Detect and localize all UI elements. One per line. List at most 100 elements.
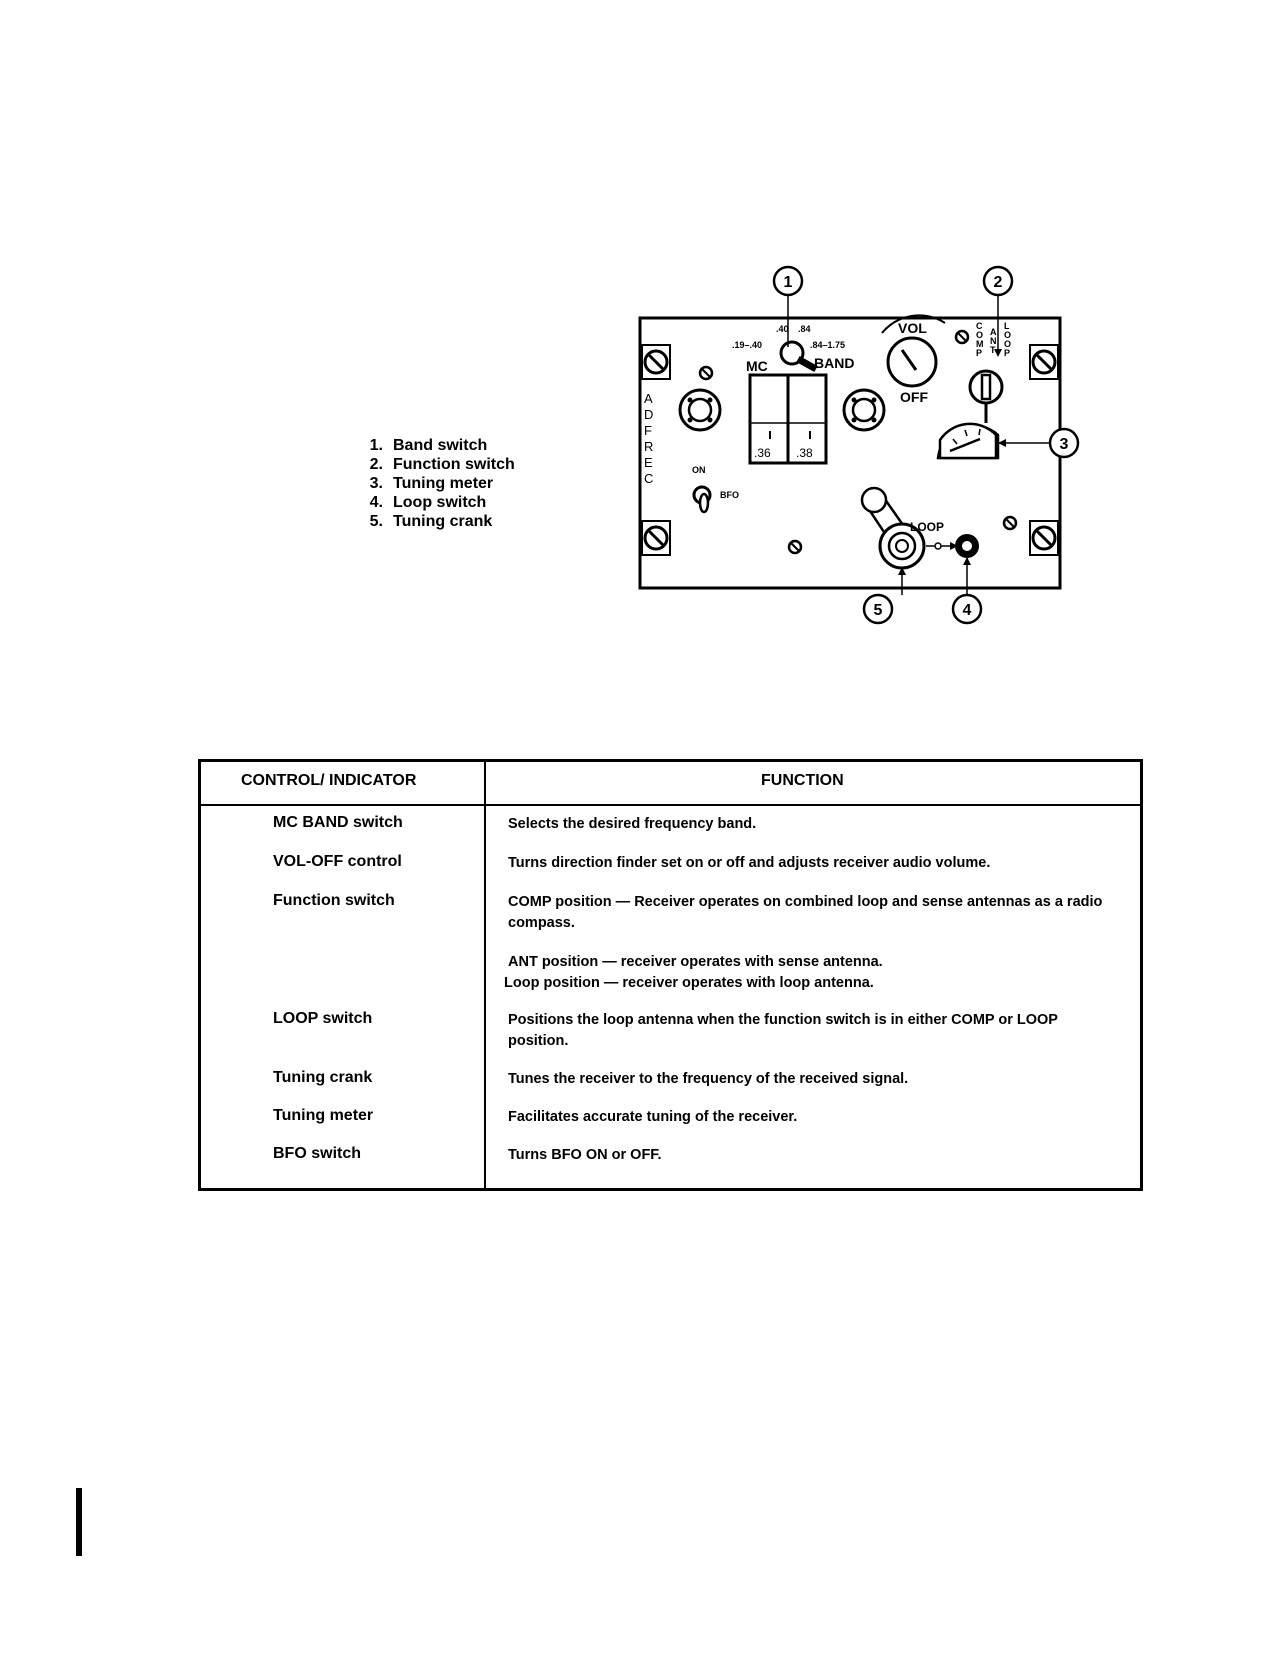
control-cell: BFO switch <box>273 1145 362 1162</box>
control-cell: VOL-OFF control <box>273 853 402 870</box>
svg-text:1: 1 <box>784 274 793 291</box>
corner-screw-icon <box>1029 520 1059 556</box>
leader-arrow <box>963 557 971 565</box>
legend-item: 5. Tuning crank <box>345 512 515 531</box>
column-header-function: FUNCTION <box>761 772 844 789</box>
svg-text:N: N <box>990 336 997 346</box>
function-cell: ANT position — receiver operates with se… <box>508 954 883 970</box>
legend-label: Function switch <box>393 456 515 473</box>
legend-label: Loop switch <box>393 494 487 511</box>
svg-text:A: A <box>990 327 997 337</box>
svg-text:R: R <box>644 439 653 454</box>
legend-number: 3. <box>369 475 383 492</box>
dial-reading-right: .38 <box>796 446 813 460</box>
legend-item: 1. Band switch <box>345 436 515 455</box>
svg-text:2: 2 <box>994 274 1003 291</box>
svg-text:P: P <box>976 348 982 358</box>
band-range-label: .84 <box>798 324 811 334</box>
callout-4: 4 <box>951 593 983 625</box>
legend-number: 1. <box>369 437 383 454</box>
small-screw-icon <box>954 329 970 345</box>
legend-number: 5. <box>369 513 383 530</box>
header-rule <box>201 804 1140 806</box>
leader-arrow <box>998 439 1006 447</box>
panel-drawing: 1 2 3 4 5 .40 .84 .19–.40 .84–1.75 MC BA… <box>638 265 1080 625</box>
svg-text:E: E <box>644 455 653 470</box>
adf-rec-side-label: A D F R E C <box>644 391 653 486</box>
function-cell: Facilitates accurate tuning of the recei… <box>508 1109 798 1125</box>
callout-legend: 1. Band switch 2. Function switch 3. Tuning… <box>345 436 515 531</box>
legend-item: 4. Loop switch <box>345 493 515 512</box>
small-screw-icon <box>1002 515 1018 531</box>
function-cell: Positions the loop antenna when the func… <box>508 1012 1058 1049</box>
control-cell: Tuning crank <box>273 1069 373 1086</box>
svg-text:O: O <box>976 330 983 340</box>
legend-item: 3. Tuning meter <box>345 474 515 493</box>
loop-switch-knob <box>926 534 979 558</box>
svg-text:M: M <box>976 339 984 349</box>
svg-text:T: T <box>990 345 996 355</box>
legend-item: 2. Function switch <box>345 455 515 474</box>
function-cell: Tunes the receiver to the frequency of t… <box>508 1071 909 1087</box>
callout-2: 2 <box>982 265 1014 297</box>
callout-5: 5 <box>862 593 894 625</box>
column-divider <box>484 762 486 1188</box>
svg-text:F: F <box>644 423 652 438</box>
legend-label: Tuning crank <box>393 513 493 530</box>
function-position-labels: C O M P A N T L O O P <box>976 321 1011 358</box>
bfo-label: BFO <box>720 490 739 500</box>
column-header-control: CONTROL/ INDICATOR <box>241 772 417 789</box>
tuning-meter <box>936 422 1000 460</box>
legend-label: Tuning meter <box>393 475 494 492</box>
svg-text:D: D <box>644 407 653 422</box>
control-cell: Tuning meter <box>273 1107 374 1124</box>
legend-number: 4. <box>369 494 383 511</box>
callout-3: 3 <box>1048 427 1080 459</box>
change-bar <box>76 1488 82 1556</box>
frequency-dial-window <box>748 373 828 465</box>
svg-text:C: C <box>644 471 653 486</box>
function-cell: Selects the desired frequency band. <box>508 816 757 832</box>
function-cell: Loop position — receiver operates with l… <box>504 975 874 991</box>
svg-text:C: C <box>976 321 983 331</box>
function-switch-knob <box>968 369 1004 423</box>
bfo-toggle-switch <box>692 485 712 514</box>
left-connector-icon <box>678 388 722 432</box>
off-label: OFF <box>900 389 928 405</box>
legend-label: Band switch <box>393 437 488 454</box>
corner-screw-icon <box>1029 344 1059 380</box>
right-connector-icon <box>842 388 886 432</box>
svg-text:L: L <box>1004 321 1010 331</box>
vol-label: VOL <box>898 320 927 336</box>
svg-text:3: 3 <box>1060 436 1069 453</box>
tuning-crank <box>860 486 926 570</box>
control-cell: MC BAND switch <box>273 814 403 831</box>
band-switch-knob <box>779 340 818 373</box>
loop-label: LOOP <box>910 520 944 534</box>
svg-text:P: P <box>1004 348 1010 358</box>
function-cell: Turns BFO ON or OFF. <box>508 1147 662 1163</box>
callout-1: 1 <box>772 265 804 297</box>
band-label: BAND <box>814 355 854 371</box>
control-cell: LOOP switch <box>273 1010 373 1027</box>
corner-screw-icon <box>641 344 671 380</box>
svg-text:4: 4 <box>963 602 972 619</box>
dial-reading-left: .36 <box>754 446 771 460</box>
svg-text:A: A <box>644 391 653 406</box>
small-screw-icon <box>787 539 803 555</box>
function-cell: COMP position — Receiver operates on com… <box>508 894 1103 931</box>
adf-receiver-panel-illustration: 1 2 3 4 5 .40 .84 .19–.40 .84–1.75 MC BA… <box>620 265 1090 645</box>
on-label: ON <box>692 465 706 475</box>
control-cell: Function switch <box>273 892 395 909</box>
corner-screw-icon <box>641 520 671 556</box>
leader-arrow <box>898 567 906 575</box>
mc-label: MC <box>746 358 768 374</box>
band-range-label: .84–1.75 <box>810 340 845 350</box>
svg-text:5: 5 <box>874 602 883 619</box>
vol-off-knob <box>881 314 946 388</box>
svg-text:O: O <box>1004 339 1011 349</box>
controls-indicators-table: CONTROL/ INDICATOR FUNCTION MC BAND swit… <box>198 759 1143 1191</box>
leader-arrow <box>994 349 1002 357</box>
legend-number: 2. <box>369 456 383 473</box>
band-range-label: .19–.40 <box>732 340 762 350</box>
